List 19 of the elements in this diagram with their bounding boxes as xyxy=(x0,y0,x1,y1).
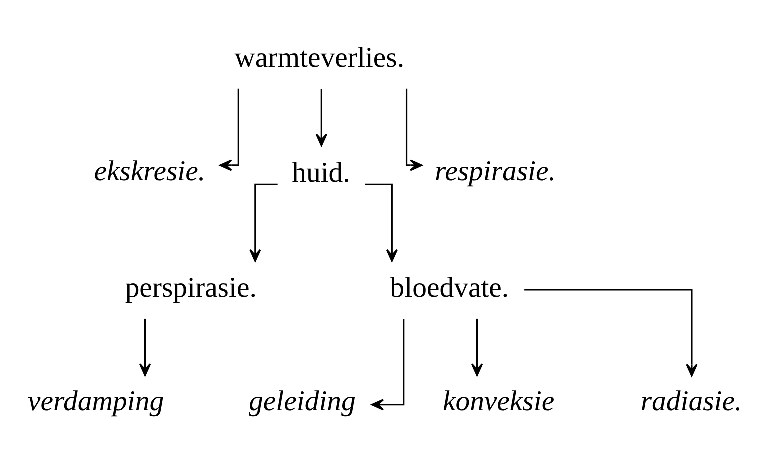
node-text: warmteverlies. xyxy=(234,42,405,74)
node-text: verdamping xyxy=(28,385,164,418)
arrow xyxy=(139,318,152,376)
arrow xyxy=(316,89,328,146)
node-text: perspirasie. xyxy=(125,272,257,304)
node-text: geleiding xyxy=(249,385,356,418)
arrow xyxy=(371,318,405,411)
arrow xyxy=(220,88,240,172)
arrow xyxy=(406,88,423,172)
node-text: radiasie. xyxy=(640,385,742,418)
node-text: respirasie. xyxy=(434,155,556,188)
node-text: huid. xyxy=(292,157,350,190)
arrow xyxy=(250,184,278,262)
node-text: konveksie xyxy=(442,385,555,418)
node-text: bloedvate. xyxy=(390,272,510,304)
arrow xyxy=(365,184,398,262)
arrow xyxy=(471,318,484,376)
arrow xyxy=(524,289,698,377)
node-text: ekskresie. xyxy=(94,155,206,188)
